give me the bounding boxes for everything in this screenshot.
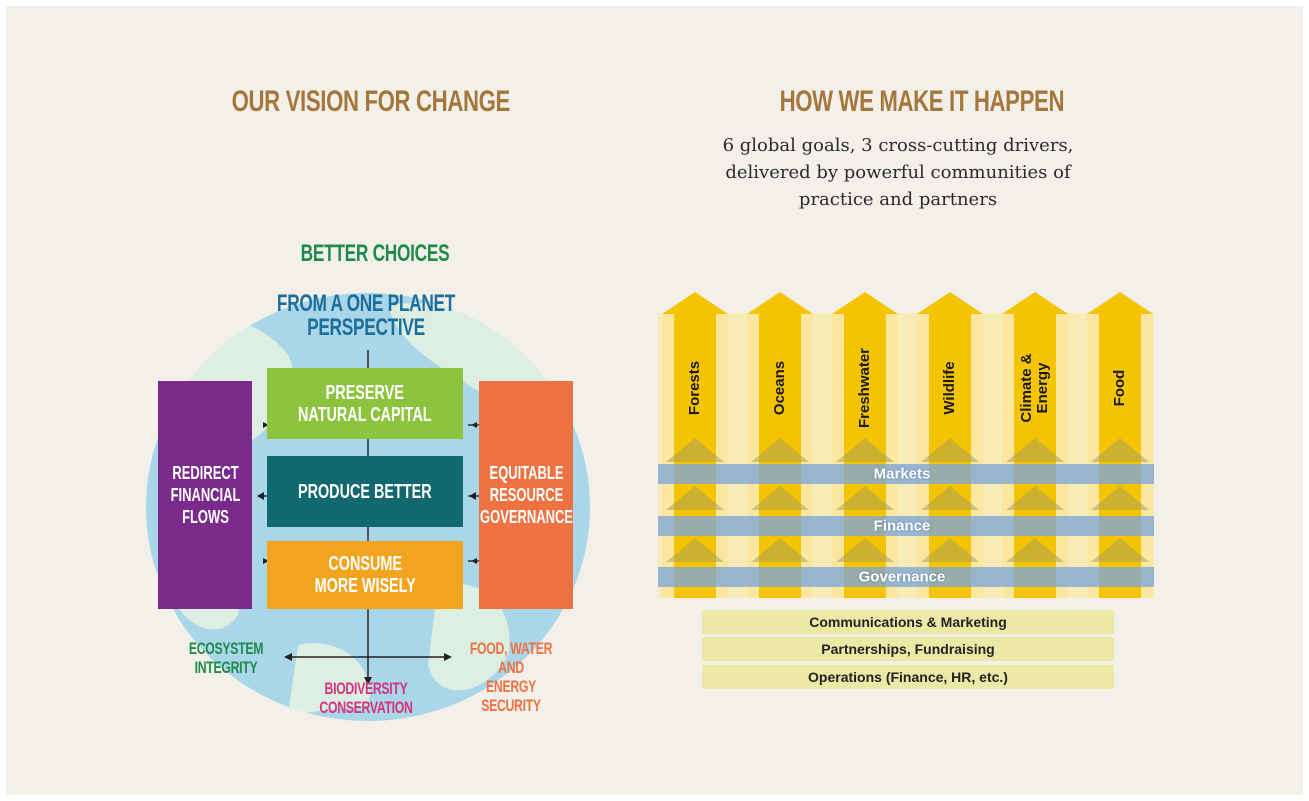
- goal-label: Forests: [686, 360, 703, 416]
- pillar-chevron: [666, 486, 724, 510]
- goal-label: Climate & Energy: [1018, 353, 1051, 423]
- one-planet-perspective-label: FROM A ONE PLANET PERSPECTIVE: [276, 290, 456, 341]
- produce-better-box: PRODUCE BETTER: [267, 456, 463, 527]
- equitable-label: EQUITABLE RESOURCE GOVERNANCE: [479, 463, 573, 527]
- driver-band: [658, 567, 1154, 587]
- support-row-partnerships: Partnerships, Fundraising: [702, 637, 1114, 661]
- ecosystem-integrity-label: ECOSYSTEM INTEGRITY: [188, 639, 264, 677]
- equitable-resource-governance-box: EQUITABLE RESOURCE GOVERNANCE: [479, 381, 573, 609]
- produce-label: PRODUCE BETTER: [298, 480, 432, 503]
- pillar-chevron: [836, 438, 894, 462]
- better-choices-label: BETTER CHOICES: [300, 240, 450, 267]
- pillar-chevron: [921, 538, 979, 562]
- pillar-chevron: [1091, 486, 1149, 510]
- figure-canvas: OUR VISION FOR CHANGE BETTER CHOICES: [6, 6, 1303, 795]
- goal-label: Wildlife: [941, 361, 958, 415]
- support-label: Communications & Marketing: [809, 614, 1007, 630]
- pillar-chevron: [1091, 438, 1149, 462]
- pillar-chevron: [666, 538, 724, 562]
- pillar-chevron: [836, 538, 894, 562]
- how-title: HOW WE MAKE IT HAPPEN: [779, 85, 1065, 118]
- pillar-chevron: [1006, 538, 1064, 562]
- support-row-operations: Operations (Finance, HR, etc.): [702, 665, 1114, 689]
- preserve-label: PRESERVE NATURAL CAPITAL: [298, 381, 432, 426]
- driver-band: [658, 464, 1154, 484]
- pillar-chevron: [751, 486, 809, 510]
- consume-label: CONSUME MORE WISELY: [314, 553, 416, 597]
- support-label: Partnerships, Fundraising: [821, 641, 995, 657]
- redirect-financial-flows-box: REDIRECT FINANCIAL FLOWS: [158, 381, 252, 609]
- pillar-chevron: [1091, 538, 1149, 562]
- pillar-chevron: [921, 486, 979, 510]
- pillar-backplate: [658, 313, 1154, 598]
- how-subtitle: 6 global goals, 3 cross-cutting drivers,…: [722, 135, 1074, 210]
- pillar-chevron: [751, 438, 809, 462]
- pillar-chevron: [836, 486, 894, 510]
- goal-label: Freshwater: [856, 347, 873, 429]
- support-label: Operations (Finance, HR, etc.): [808, 669, 1008, 685]
- vision-title: OUR VISION FOR CHANGE: [231, 85, 511, 118]
- food-water-energy-label: FOOD, WATER AND ENERGY SECURITY: [469, 639, 553, 715]
- pillar-chevron: [751, 538, 809, 562]
- preserve-natural-capital-box: PRESERVE NATURAL CAPITAL: [267, 368, 463, 439]
- driver-label: Markets: [873, 465, 931, 483]
- goal-label: Oceans: [771, 360, 788, 416]
- pillar-chevron: [921, 438, 979, 462]
- driver-label: Finance: [873, 517, 931, 535]
- pillar-chevron: [1006, 438, 1064, 462]
- biodiversity-conservation-label: BIODIVERSITY CONSERVATION: [319, 679, 413, 717]
- pillar-chevron: [666, 438, 724, 462]
- support-row-communications: Communications & Marketing: [702, 610, 1114, 634]
- driver-band: [658, 516, 1154, 536]
- goal-label: Food: [1111, 369, 1128, 407]
- pillar-chevron: [1006, 486, 1064, 510]
- goals-pillars-graphic: [658, 292, 1154, 598]
- consume-more-wisely-box: CONSUME MORE WISELY: [267, 541, 463, 609]
- driver-label: Governance: [858, 568, 946, 586]
- redirect-label: REDIRECT FINANCIAL FLOWS: [170, 463, 240, 527]
